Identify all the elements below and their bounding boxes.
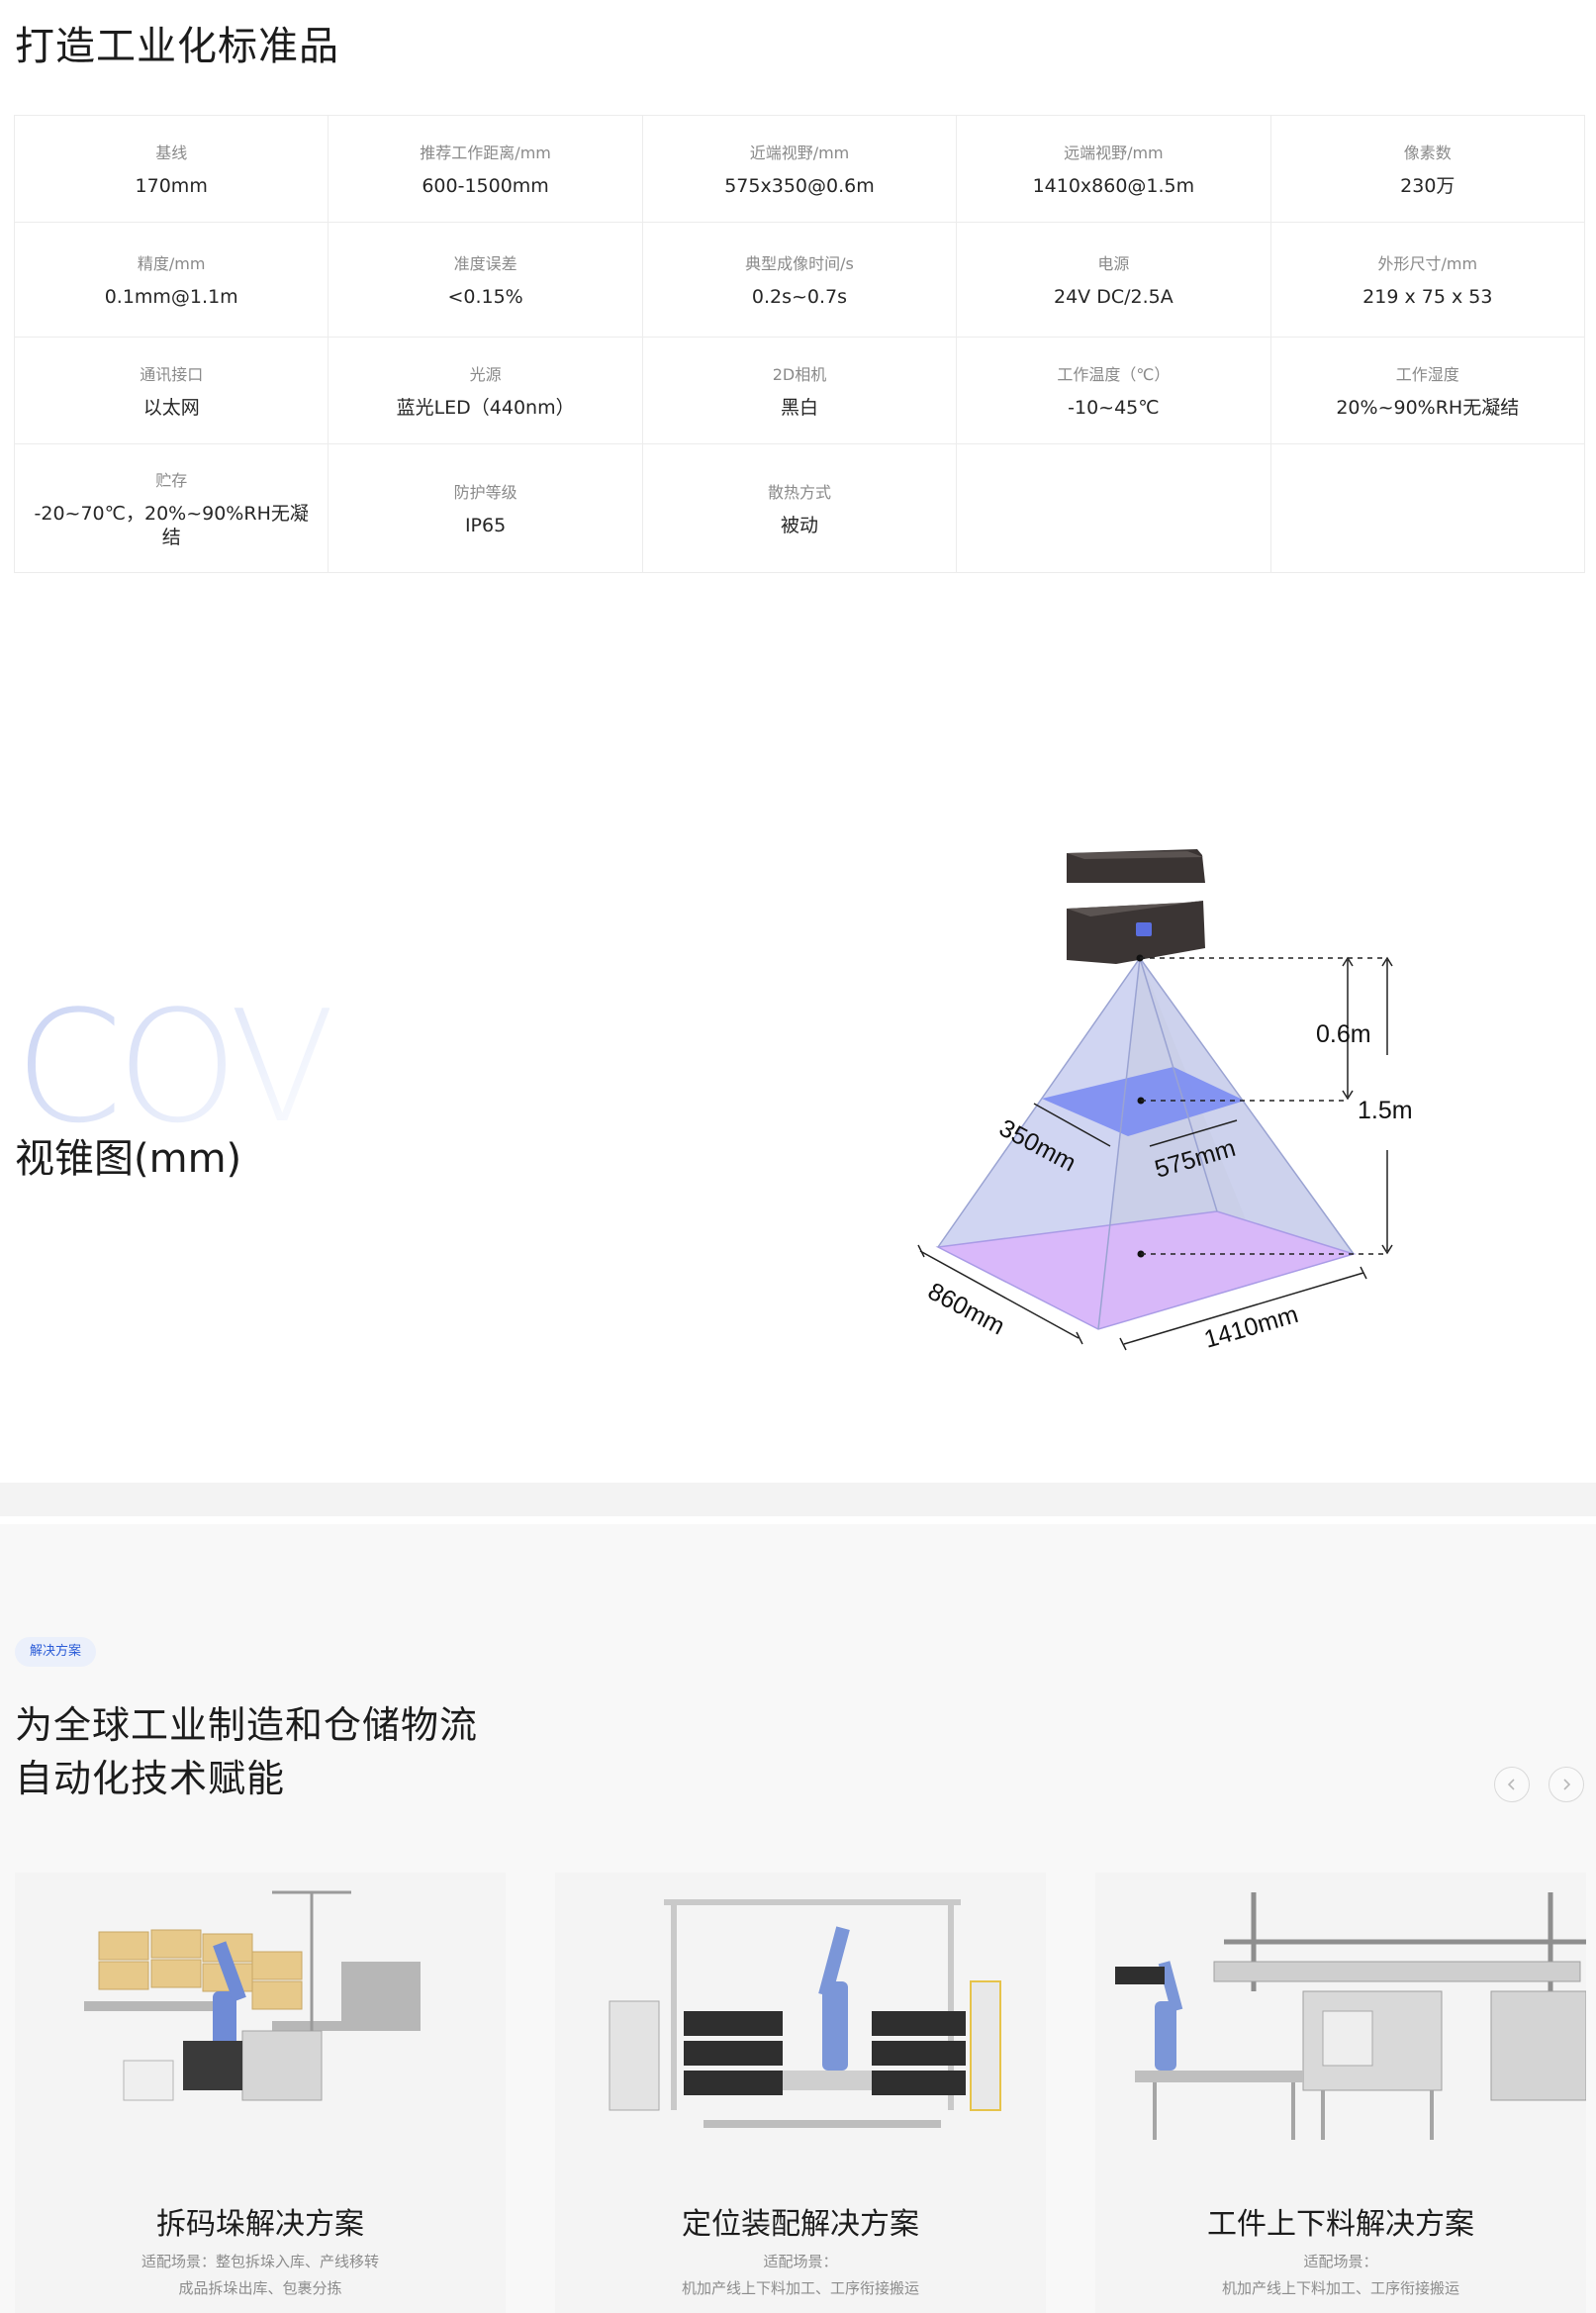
far-depth-label: 860mm (923, 1278, 1009, 1341)
spec-value: 600-1500mm (422, 174, 549, 197)
spec-label: 基线 (155, 143, 188, 162)
card-desc-line: 适配场景： (763, 2253, 838, 2270)
spec-cell: 通讯接口以太网 (13, 337, 329, 444)
cov-watermark: COV (15, 977, 335, 1157)
spec-cell: 远端视野/mm 1410x860@1.5m (956, 115, 1271, 223)
spec-cell: 精度/mm 0.1mm@1.1m (13, 222, 329, 337)
spec-table: 基线 170mm 推荐工作距离/mm 600-1500mm 近端视野/mm 575x3… (13, 115, 1586, 573)
cov-title: 视锥图(mm) (15, 1136, 242, 1182)
card-title: 工件上下料解决方案 (1207, 2207, 1474, 2242)
section-divider (0, 1483, 1596, 1516)
spec-label: 典型成像时间/s (745, 253, 854, 273)
spec-label: 精度/mm (137, 253, 206, 273)
spec-label: 工作温度（℃） (1057, 364, 1171, 384)
card-description: 适配场景： 机加产线上下料加工、工序衔接搬运 (555, 2249, 1046, 2302)
spec-cell: 准度误差 <0.15% (328, 222, 643, 337)
page-title: 打造工业化标准品 (15, 24, 339, 69)
spec-cell: 像素数 230万 (1269, 115, 1586, 223)
spec-label: 散热方式 (767, 482, 831, 502)
spec-value: 蓝光LED（440nm） (396, 396, 575, 419)
cov-heading: COV 视锥图(mm) (15, 990, 351, 1188)
solutions-title-line: 自动化技术赋能 (15, 1757, 286, 1800)
spec-value: 230万 (1400, 174, 1455, 197)
solution-card-depalletizing[interactable]: 拆码垛解决方案 适配场景：整包拆垛入库、产线移转 成品拆垛出库、包裹分拣 (15, 1873, 506, 2313)
spec-label: 推荐工作距离/mm (420, 143, 551, 162)
spec-cell: 基线 170mm (13, 115, 329, 223)
spec-value: 1410x860@1.5m (1032, 174, 1195, 197)
spec-label: 光源 (469, 364, 502, 384)
card-desc-line: 机加产线上下料加工、工序衔接搬运 (1221, 2279, 1459, 2297)
card-description: 适配场景： 机加产线上下料加工、工序衔接搬运 (1095, 2249, 1586, 2302)
spec-value: -20~70℃，20%~90%RH无凝结 (34, 502, 309, 548)
spec-cell: 防护等级 IP65 (328, 443, 643, 573)
card-title: 定位装配解决方案 (682, 2207, 919, 2242)
chevron-left-icon (1507, 1779, 1515, 1790)
spec-cell: 电源 24V DC/2.5A (956, 222, 1271, 337)
carousel-prev-button[interactable] (1494, 1767, 1530, 1802)
spec-cell: 外形尺寸/mm 219 x 75 x 53 (1269, 222, 1586, 337)
spec-label: 贮存 (155, 470, 188, 490)
spec-label: 通讯接口 (140, 364, 204, 384)
chevron-right-icon (1563, 1779, 1571, 1790)
solution-card-loading-unloading[interactable]: 工件上下料解决方案 适配场景： 机加产线上下料加工、工序衔接搬运 (1095, 1873, 1586, 2313)
spec-cell: 贮存 -20~70℃，20%~90%RH无凝结 (13, 443, 329, 573)
depalletizing-scene-image (74, 1890, 450, 2150)
spec-row: 精度/mm 0.1mm@1.1m 准度误差 <0.15% 典型成像时间/s 0.2s~… (13, 222, 1586, 337)
spec-row: 通讯接口以太网 光源蓝光LED（440nm） 2D相机黑白 工作温度（℃） -10… (13, 337, 1586, 444)
spec-value: 575x350@0.6m (724, 174, 875, 197)
spec-cell: 典型成像时间/s 0.2s~0.7s (641, 222, 958, 337)
spec-label: 远端视野/mm (1064, 143, 1164, 162)
spec-value: 0.2s~0.7s (751, 285, 848, 308)
spec-row: 基线 170mm 推荐工作距离/mm 600-1500mm 近端视野/mm 575x3… (13, 115, 1586, 223)
spec-value: 0.1mm@1.1m (104, 285, 238, 308)
carousel-next-button[interactable] (1549, 1767, 1584, 1802)
far-width-label: 1410mm (1201, 1301, 1301, 1354)
card-description: 适配场景：整包拆垛入库、产线移转 成品拆垛出库、包裹分拣 (15, 2249, 506, 2302)
card-desc-line: 机加产线上下料加工、工序衔接搬运 (681, 2279, 919, 2297)
spec-cell: 工作温度（℃） -10~45℃ (956, 337, 1271, 444)
card-desc-line: 成品拆垛出库、包裹分拣 (178, 2279, 342, 2297)
assembly-scene-image (609, 1899, 1001, 2128)
card-title: 拆码垛解决方案 (156, 2207, 364, 2242)
spec-label: 防护等级 (453, 482, 517, 502)
spec-cell-empty (1269, 443, 1586, 573)
spec-value: 以太网 (142, 396, 200, 419)
solutions-title-line: 为全球工业制造和仓储物流 (15, 1703, 479, 1747)
spec-value: <0.15% (447, 285, 523, 308)
spec-value: 170mm (135, 174, 208, 197)
near-distance-label: 0.6m (1316, 1020, 1371, 1048)
spec-value: IP65 (464, 514, 507, 536)
card-desc-line: 适配场景： (1303, 2253, 1378, 2270)
spec-label: 2D相机 (772, 364, 827, 384)
spec-cell: 近端视野/mm 575x350@0.6m (641, 115, 958, 223)
spec-value: 黑白 (780, 396, 818, 419)
solution-card-positioning-assembly[interactable]: 定位装配解决方案 适配场景： 机加产线上下料加工、工序衔接搬运 (555, 1873, 1046, 2313)
spec-value: 被动 (780, 514, 818, 536)
spec-label: 准度误差 (453, 253, 517, 273)
spec-cell: 光源蓝光LED（440nm） (328, 337, 643, 444)
field-of-view-diagram: 0.6m 1.5m 350mm 575mm 860mm 1410mm (917, 849, 1413, 1354)
card-desc-line: 适配场景：整包拆垛入库、产线移转 (141, 2253, 379, 2270)
solutions-tag: 解决方案 (15, 1637, 97, 1667)
spec-cell: 推荐工作距离/mm 600-1500mm (328, 115, 643, 223)
far-distance-label: 1.5m (1358, 1097, 1413, 1124)
camera-icon (1067, 849, 1205, 964)
spec-row: 贮存 -20~70℃，20%~90%RH无凝结 防护等级 IP65 散热方式被动 (13, 443, 1586, 573)
spec-label: 电源 (1097, 253, 1130, 273)
spec-label: 像素数 (1403, 143, 1452, 162)
spec-value: 219 x 75 x 53 (1362, 285, 1493, 308)
spec-cell: 2D相机黑白 (641, 337, 958, 444)
spec-value: 20%~90%RH无凝结 (1336, 396, 1520, 419)
spec-cell: 工作湿度 20%~90%RH无凝结 (1269, 337, 1586, 444)
loading-scene-image (1115, 1892, 1586, 2140)
spec-label: 近端视野/mm (749, 143, 850, 162)
spec-value: -10~45℃ (1068, 396, 1160, 419)
spec-label: 工作湿度 (1395, 364, 1459, 384)
spec-cell: 散热方式被动 (641, 443, 958, 573)
spec-cell-empty (956, 443, 1271, 573)
spec-value: 24V DC/2.5A (1054, 285, 1174, 308)
spec-label: 外形尺寸/mm (1377, 253, 1478, 273)
solutions-title: 为全球工业制造和仓储物流 自动化技术赋能 (15, 1698, 478, 1805)
